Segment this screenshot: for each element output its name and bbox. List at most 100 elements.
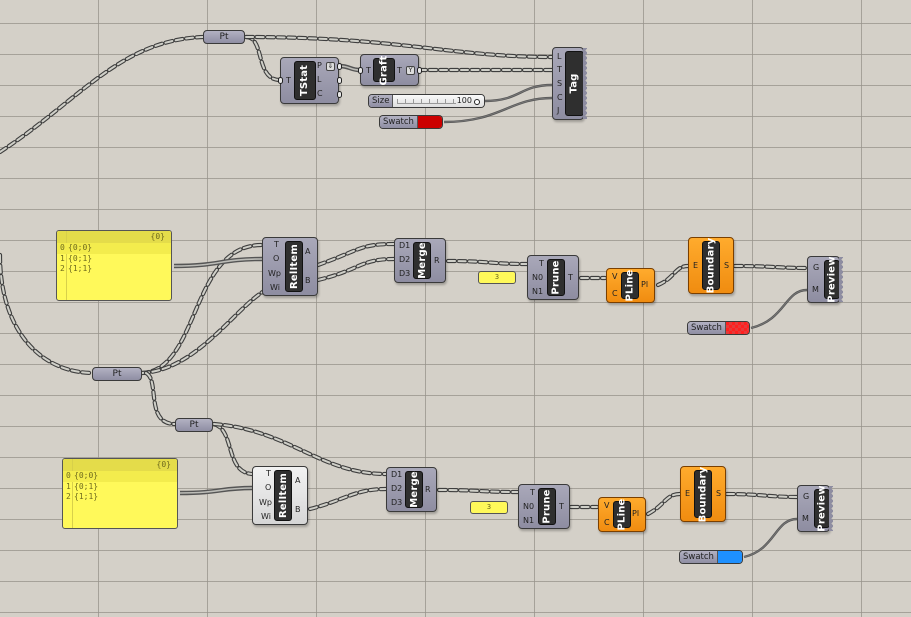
merge-output-r: R: [434, 256, 440, 265]
tag-edge: [583, 48, 587, 119]
slider-knob[interactable]: [474, 99, 480, 105]
tag-input-s: S: [557, 79, 563, 88]
relitem-component-1[interactable]: T O Wp Wi RelItem A B: [262, 237, 318, 296]
pline-input-v: V: [612, 272, 618, 281]
row-value: {0;1}: [68, 253, 93, 263]
tstat-name-bar: TStat: [294, 61, 316, 100]
tstat-input-grip[interactable]: [278, 77, 283, 84]
panel-header: {0}: [63, 459, 177, 471]
panel-1[interactable]: {0} 0{0;0} 1{0;1} 2{1;1}: [56, 230, 172, 301]
pt-param-top[interactable]: Pt: [203, 30, 245, 44]
number-panel-2[interactable]: 3: [470, 501, 508, 514]
preview-input-m: M: [802, 514, 809, 523]
relitem-input-wp: Wp: [268, 269, 281, 278]
tstat-output-l-grip[interactable]: [337, 77, 342, 84]
graft-icon[interactable]: Y: [406, 66, 415, 75]
size-slider[interactable]: Size 100: [368, 94, 485, 108]
panel-row: 0{0;0}: [57, 243, 171, 254]
merge-name-bar: Merge: [405, 471, 423, 508]
row-value: {1;1}: [68, 264, 93, 273]
graft-output-t: T: [397, 66, 402, 75]
swatch-color-chip[interactable]: [417, 116, 442, 128]
swatch-1[interactable]: Swatch: [687, 321, 750, 335]
pline-input-c: C: [612, 289, 618, 298]
prune-input-n0: N0: [523, 502, 535, 511]
pt-label: Pt: [112, 369, 122, 379]
swatch-color-chip[interactable]: [725, 322, 749, 334]
row-value: {0;0}: [74, 471, 99, 480]
tag-input-j: J: [557, 106, 560, 115]
merge-component-1[interactable]: D1 D2 D3 Merge R: [394, 238, 446, 283]
relitem-input-wp: Wp: [259, 498, 272, 507]
slider-track[interactable]: 100: [393, 95, 484, 107]
preview-name-bar: Preview: [814, 485, 830, 532]
boundary-component-1[interactable]: E Boundary S: [688, 237, 734, 294]
row-index: 0: [60, 243, 65, 252]
preview-input-g: G: [813, 263, 820, 272]
panel-row: 2{1;1}: [57, 264, 171, 275]
pt-param-2[interactable]: Pt: [175, 418, 213, 432]
number-panel-1[interactable]: 3: [478, 271, 516, 284]
relitem-output-b: B: [295, 505, 301, 514]
pline-name-bar: PLine: [613, 498, 631, 531]
preview-component-2[interactable]: G M Preview: [797, 485, 833, 532]
merge-component-2[interactable]: D1 D2 D3 Merge R: [386, 467, 437, 512]
tstat-output-p-grip[interactable]: [337, 63, 342, 70]
relitem-component-2[interactable]: T O Wp Wi RelItem A B: [252, 466, 308, 525]
boundary-input-e: E: [693, 261, 699, 270]
prune-component-1[interactable]: T N0 N1 Prune T: [527, 255, 579, 300]
panel-gutter: [72, 459, 73, 528]
tstat-component[interactable]: T TStat P L C ⇓: [278, 57, 342, 104]
row-value: {0;0}: [68, 243, 93, 252]
merge-input-d3: D3: [399, 269, 411, 278]
merge-input-d2: D2: [391, 484, 403, 493]
row-index: 2: [66, 492, 71, 501]
pt-param-1[interactable]: Pt: [92, 367, 142, 381]
preview-input-m: M: [812, 285, 819, 294]
flatten-icon[interactable]: ⇓: [326, 62, 335, 71]
panel-2[interactable]: {0} 0{0;0} 1{0;1} 2{1;1}: [62, 458, 178, 529]
graft-component[interactable]: T Graft T Y: [358, 54, 422, 86]
merge-input-d3: D3: [391, 498, 403, 507]
pline-component-1[interactable]: V C PLine Pl: [606, 268, 655, 303]
panel-row: 1{0;1}: [63, 482, 177, 493]
panel-row: 0{0;0}: [63, 471, 177, 482]
merge-input-d1: D1: [391, 470, 403, 479]
graft-name-bar: Graft: [373, 55, 395, 85]
graft-input-grip[interactable]: [358, 67, 363, 74]
pline-output-pl: Pl: [632, 509, 640, 518]
preview-input-g: G: [803, 492, 810, 501]
number-value: 3: [494, 273, 500, 281]
pt-label: Pt: [189, 420, 199, 430]
tag-component[interactable]: L T S C J Tag: [552, 47, 587, 120]
swatch-top[interactable]: Swatch: [379, 115, 443, 129]
pline-component-2[interactable]: V C PLine Pl: [598, 497, 646, 532]
preview-component-1[interactable]: G M Preview: [807, 256, 843, 303]
prune-input-n1: N1: [532, 287, 544, 296]
boundary-output-s: S: [716, 489, 722, 498]
tag-input-t: T: [557, 65, 562, 74]
row-index: 2: [60, 264, 65, 273]
row-index: 1: [60, 253, 65, 263]
pline-output-pl: Pl: [641, 280, 649, 289]
relitem-input-o: O: [273, 254, 280, 263]
pline-input-c: C: [604, 518, 610, 527]
swatch-label: Swatch: [380, 116, 418, 128]
prune-input-t: T: [530, 488, 535, 497]
tstat-output-c-grip[interactable]: [337, 91, 342, 98]
relitem-input-wi: Wi: [261, 512, 271, 521]
merge-name-bar: Merge: [413, 242, 431, 279]
graft-output-grip[interactable]: [417, 67, 422, 74]
boundary-component-2[interactable]: E Boundary S: [680, 466, 726, 522]
swatch-2[interactable]: Swatch: [679, 550, 743, 564]
prune-component-2[interactable]: T N0 N1 Prune T: [518, 484, 570, 529]
boundary-output-s: S: [724, 261, 730, 270]
relitem-output-a: A: [295, 476, 301, 485]
relitem-output-b: B: [305, 276, 311, 285]
relitem-input-t: T: [266, 469, 271, 478]
tag-name-bar: Tag: [565, 51, 584, 116]
number-value: 3: [486, 503, 492, 511]
prune-input-n1: N1: [523, 516, 535, 525]
tag-input-c: C: [557, 93, 563, 102]
swatch-color-chip[interactable]: [717, 551, 742, 563]
